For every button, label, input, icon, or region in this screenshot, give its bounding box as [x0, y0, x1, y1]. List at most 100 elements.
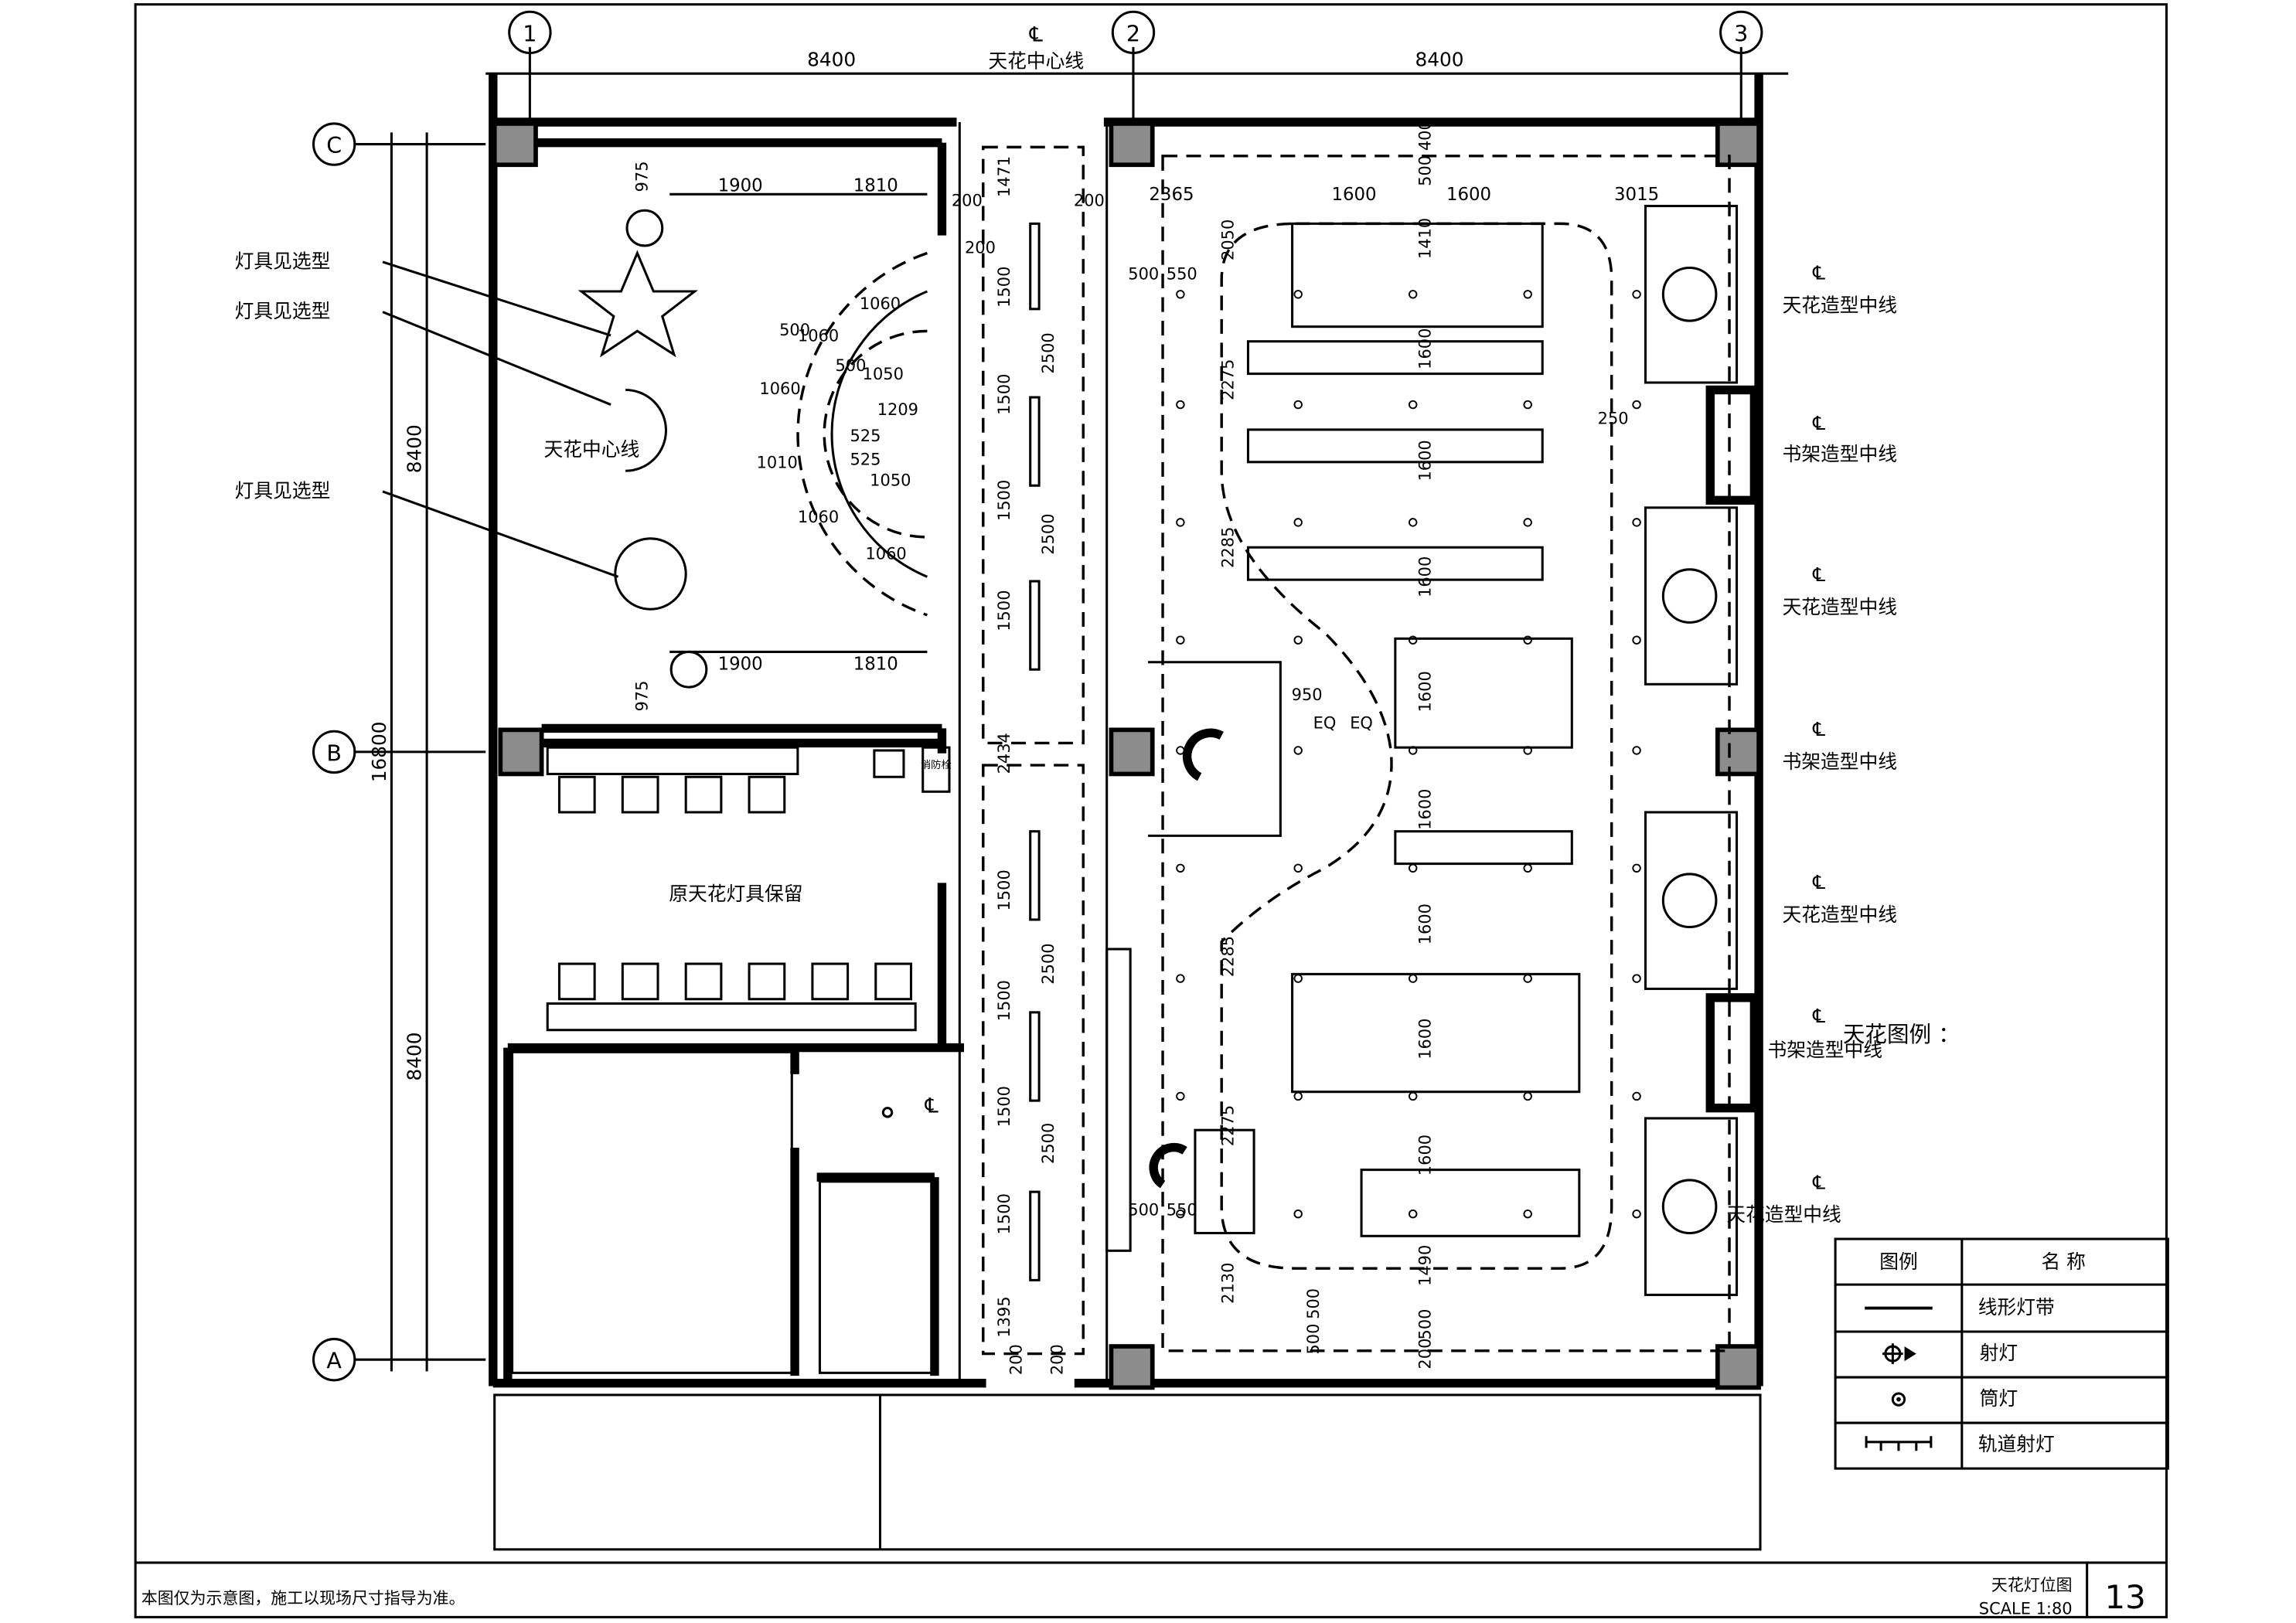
dim-1410: 1410: [1416, 218, 1435, 259]
legend-row-2: 射灯: [1980, 1342, 2018, 1364]
dim-1900-bot: 1900: [718, 654, 763, 674]
column-c3: [1715, 121, 1761, 168]
hatched-area-1: [511, 1050, 793, 1374]
legend-col-symbol: 图例: [1879, 1250, 1917, 1273]
arc-dim-1050: 1050: [863, 365, 904, 383]
dim-1600-c: 1600: [1416, 328, 1435, 369]
dim-200-e: 200: [1048, 1344, 1067, 1375]
downlight-marker: [1408, 400, 1418, 410]
dim-975-top: 975: [633, 161, 652, 192]
dim-1500-7: 1500: [995, 1086, 1013, 1127]
dim-2275-a: 2275: [1218, 359, 1237, 400]
dim-1600-g: 1600: [1416, 788, 1435, 829]
drawing-title: 天花灯位图: [1991, 1576, 2073, 1594]
cl-symbol-corridor: ℄: [925, 1094, 939, 1118]
downlight-marker: [1176, 400, 1185, 410]
downlight-marker: [1293, 863, 1303, 873]
downlight-marker: [1632, 1210, 1641, 1219]
dim-top-left: 8400: [807, 49, 856, 71]
downlight-marker: [1632, 974, 1641, 983]
sheet-frame: [134, 3, 2168, 1618]
desk-row-top: [546, 746, 799, 775]
arc-dim-1060-b: 1060: [798, 327, 839, 345]
axis-label-2: 2: [1126, 20, 1140, 46]
dim-top-right: 8400: [1415, 49, 1463, 71]
arc-dim-1060-d: 1060: [798, 508, 839, 526]
downlight-marker: [1293, 1210, 1303, 1219]
fixture-box: [873, 749, 905, 778]
dim-2275-b: 2275: [1218, 1105, 1237, 1146]
right-label-1: 天花造型中线: [1783, 294, 1897, 317]
downlight-marker: [1632, 518, 1641, 527]
axis-label-c: C: [326, 132, 342, 158]
dim-1490: 1490: [1416, 1245, 1435, 1286]
ceiling-shape-curve: [1220, 222, 1613, 1270]
column-c1: [492, 121, 538, 168]
dim-left-total: 16800: [368, 722, 390, 783]
downlight-marker: [1176, 974, 1185, 983]
column-b1: [498, 727, 544, 777]
walls: [489, 73, 1763, 1551]
light-markers: [1176, 290, 1641, 1219]
downlight-icon: [1891, 1392, 1906, 1407]
downlight-marker: [1632, 863, 1641, 873]
dim-2285-a: 2285: [1218, 527, 1237, 568]
cl-symbol-right-4: ℄: [1812, 718, 1825, 740]
desk-row-bottom: [546, 1002, 917, 1032]
dim-1600-e: 1600: [1416, 556, 1435, 597]
dim-200-c: 200: [965, 238, 996, 257]
dim-2500-1: 2500: [1039, 332, 1058, 373]
cl-symbol-right-1: ℄: [1812, 262, 1825, 284]
arc-dim-1209: 1209: [877, 400, 918, 419]
dim-400: 400: [1416, 120, 1435, 151]
downlight-marker: [1632, 746, 1641, 755]
cl-symbol-right-3: ℄: [1812, 563, 1825, 586]
downlight-marker: [1408, 863, 1418, 873]
fire-hydrant-label: 消防栓: [921, 759, 952, 771]
downlight-marker: [1176, 518, 1185, 527]
downlight-marker: [1632, 1091, 1641, 1101]
column-b3: [1715, 727, 1761, 777]
dim-950: 950: [1292, 686, 1323, 704]
meeting-room: 消防栓 原天花灯具保留 ℄: [546, 746, 952, 1118]
axis-label-b: B: [326, 740, 342, 766]
legend-col-name: 名 称: [2042, 1250, 2086, 1273]
right-label-7: 天花造型中线: [1726, 1203, 1841, 1226]
dim-2285-b: 2285: [1218, 936, 1237, 977]
ceiling-center-label-top: 天花中心线: [988, 50, 1084, 73]
spotlight-icon: [1882, 1343, 1916, 1364]
sheet-number: 13: [2105, 1578, 2146, 1616]
downlight-marker: [1176, 863, 1185, 873]
downlight-marker: [1523, 518, 1532, 527]
dim-2500-2: 2500: [1039, 513, 1058, 554]
cl-symbol-right-7: ℄: [1812, 1171, 1825, 1193]
dim-1810-bot: 1810: [853, 654, 898, 674]
dim-500-a: 500: [1128, 265, 1159, 284]
arc-ceiling-outer: [796, 251, 928, 617]
downlight-marker: [1408, 518, 1418, 527]
downlight-marker: [1176, 635, 1185, 645]
downlight-marker: [1523, 400, 1532, 410]
dim-eq-a: EQ: [1313, 713, 1337, 732]
dim-1471: 1471: [995, 156, 1013, 197]
right-label-2: 书架造型中线: [1783, 443, 1897, 465]
dim-eq-b: EQ: [1350, 713, 1373, 732]
reading-table-1: [1291, 972, 1581, 1094]
star-light-fixture: [577, 250, 699, 358]
cl-symbol-right-5: ℄: [1812, 871, 1825, 893]
downlight-marker: [1408, 1091, 1418, 1101]
arc-dim-1060-c: 1060: [759, 379, 800, 398]
downlight-marker: [1523, 746, 1532, 755]
ceiling-center-label-left: 天花中心线: [543, 438, 639, 461]
downlight-marker: [1408, 1210, 1418, 1219]
drawing-scale: SCALE 1:80: [1979, 1600, 2073, 1618]
arc-dim-500-a: 500: [779, 321, 810, 339]
arc-dim-1050-b: 1050: [870, 471, 911, 489]
downlight-marker: [1523, 635, 1532, 645]
arc-dim-1010: 1010: [757, 453, 798, 471]
shelf-2: [1705, 993, 1759, 1113]
dim-1500-8: 1500: [995, 1193, 1013, 1234]
dim-1395: 1395: [995, 1296, 1013, 1337]
cl-symbol-right-2: ℄: [1812, 412, 1825, 434]
downlight-marker: [1293, 400, 1303, 410]
